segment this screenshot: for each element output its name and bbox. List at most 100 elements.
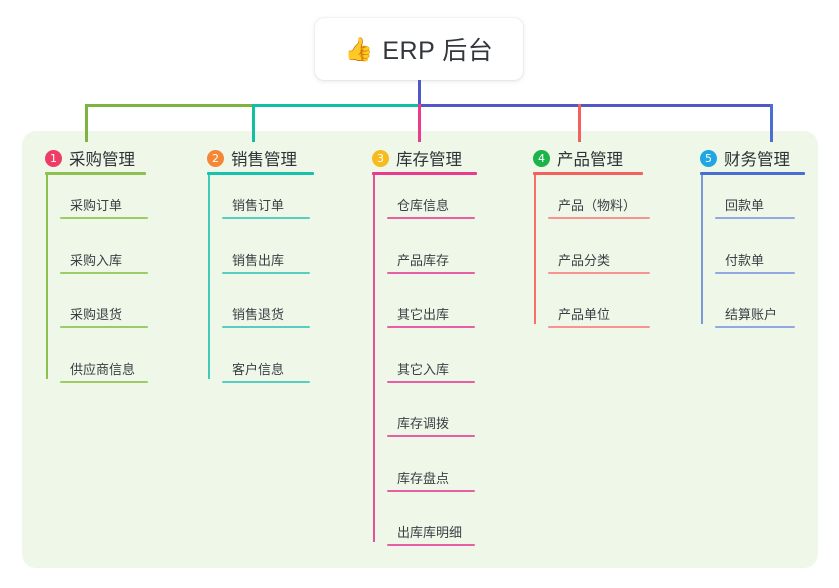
leaf-item-underline (387, 217, 475, 219)
leaf-item[interactable]: 结算账户 (715, 298, 795, 328)
column-header-1[interactable]: 1 采购管理 (45, 141, 146, 175)
column-5: 5 财务管理回款单付款单结算账户 (700, 141, 805, 328)
leaf-item-underline (387, 544, 475, 546)
column-4: 4 产品管理产品（物料） 产品分类产品单位 (533, 141, 650, 328)
leaf-item-label: 其它入库 (397, 361, 450, 377)
leaf-item[interactable]: 采购入库 (60, 244, 148, 274)
leaf-item[interactable]: 出库库明细 (387, 516, 475, 546)
leaf-item-underline (715, 217, 795, 219)
leaf-item-underline (387, 380, 475, 383)
leaf-item-label: 产品单位 (558, 307, 611, 322)
leaf-item-underline (387, 271, 475, 274)
leaf-item-underline (548, 271, 650, 274)
column-spine-2 (208, 175, 210, 379)
column-badge-5: 5 (700, 149, 717, 167)
column-header-2[interactable]: 2 销售管理 (207, 141, 314, 175)
leaf-item-label: 销售出库 (232, 252, 285, 268)
leaf-item-label: 客户信息 (232, 361, 285, 377)
column-title-4: 产品管理 (557, 151, 623, 169)
column-spine-1 (46, 175, 48, 379)
column-underline-1 (45, 172, 146, 175)
leaf-item-underline (387, 489, 475, 492)
leaf-item-underline (222, 271, 310, 274)
leaf-item-underline (548, 217, 650, 219)
leaf-item[interactable]: 产品分类 (548, 244, 650, 274)
column-title-2: 销售管理 (231, 151, 297, 169)
leaf-item-label: 销售退货 (232, 307, 285, 322)
leaf-item[interactable]: 仓库信息 (387, 189, 475, 219)
leaf-item-underline (60, 326, 148, 328)
leaf-item-label: 结算账户 (725, 307, 778, 322)
leaf-item[interactable]: 产品库存 (387, 244, 475, 274)
leaf-item-underline (548, 326, 650, 328)
column-underline-5 (700, 172, 805, 175)
leaf-item[interactable]: 产品单位 (548, 298, 650, 328)
leaf-item[interactable]: 采购订单 (60, 189, 148, 219)
leaf-item[interactable]: 其它入库 (387, 353, 475, 383)
leaf-item-label: 采购退货 (70, 307, 123, 322)
column-underline-4 (533, 172, 643, 175)
leaf-item-underline (222, 326, 310, 328)
column-title-1: 采购管理 (69, 151, 135, 169)
drop-line-4 (578, 104, 581, 142)
column-spine-3 (373, 175, 375, 542)
column-spine-4 (534, 175, 536, 324)
leaf-item-label: 库存盘点 (397, 470, 450, 486)
leaf-item[interactable]: 销售退货 (222, 298, 310, 328)
trunk-segment-teal (252, 104, 420, 107)
leaf-item-underline (387, 435, 475, 437)
leaf-item-underline (222, 380, 310, 383)
leaf-item[interactable]: 回款单 (715, 189, 795, 219)
leaf-item-underline (60, 217, 148, 219)
leaf-item-label: 采购入库 (70, 252, 123, 268)
leaf-item[interactable]: 其它出库 (387, 298, 475, 328)
leaf-item-label: 付款单 (725, 252, 765, 268)
drop-line-5 (770, 104, 773, 142)
diagram-panel (22, 131, 818, 568)
column-header-4[interactable]: 4 产品管理 (533, 141, 643, 175)
column-badge-2: 2 (207, 149, 224, 167)
leaf-item[interactable]: 付款单 (715, 244, 795, 274)
leaf-item-label: 销售订单 (232, 198, 285, 213)
leaf-item[interactable]: 销售出库 (222, 244, 310, 274)
leaf-item-label: 回款单 (725, 198, 765, 213)
leaf-item-label: 出库库明细 (397, 525, 463, 540)
leaf-item-underline (387, 326, 475, 328)
leaf-item[interactable]: 采购退货 (60, 298, 148, 328)
trunk-segment-blue (418, 104, 773, 107)
leaf-item[interactable]: 客户信息 (222, 353, 310, 383)
root-stem-line (418, 80, 421, 106)
column-badge-4: 4 (533, 149, 550, 167)
leaf-item-label: 产品（物料） (558, 198, 637, 213)
column-1: 1 采购管理采购订单采购入库采购退货供应商信息 (45, 141, 148, 383)
column-title-5: 财务管理 (724, 151, 790, 169)
leaf-item[interactable]: 库存盘点 (387, 462, 475, 492)
root-node-card[interactable]: 👍 ERP 后台 (315, 18, 523, 80)
column-underline-2 (207, 172, 314, 175)
leaf-item-underline (222, 217, 310, 219)
thumbs-up-emoji: 👍 (344, 35, 374, 62)
drop-line-2 (252, 104, 255, 142)
column-title-3: 库存管理 (396, 151, 462, 169)
leaf-item[interactable]: 库存调拨 (387, 407, 475, 437)
column-2: 2 销售管理销售订单销售出库销售退货客户信息 (207, 141, 314, 383)
column-badge-1: 1 (45, 149, 62, 167)
leaf-item-underline (715, 271, 795, 274)
leaf-item-label: 产品分类 (558, 252, 611, 268)
leaf-item-label: 仓库信息 (397, 198, 450, 213)
leaf-item-underline (60, 380, 148, 383)
leaf-item[interactable]: 产品（物料） (548, 189, 650, 219)
leaf-item[interactable]: 销售订单 (222, 189, 310, 219)
leaf-item-underline (60, 271, 148, 274)
leaf-item-underline (715, 326, 795, 328)
leaf-item-label: 其它出库 (397, 307, 450, 322)
drop-line-1 (85, 104, 88, 142)
trunk-segment-green (85, 104, 255, 107)
column-spine-5 (701, 175, 703, 324)
column-header-5[interactable]: 5 财务管理 (700, 141, 805, 175)
leaf-item[interactable]: 供应商信息 (60, 353, 148, 383)
root-node-title: ERP 后台 (382, 37, 494, 65)
